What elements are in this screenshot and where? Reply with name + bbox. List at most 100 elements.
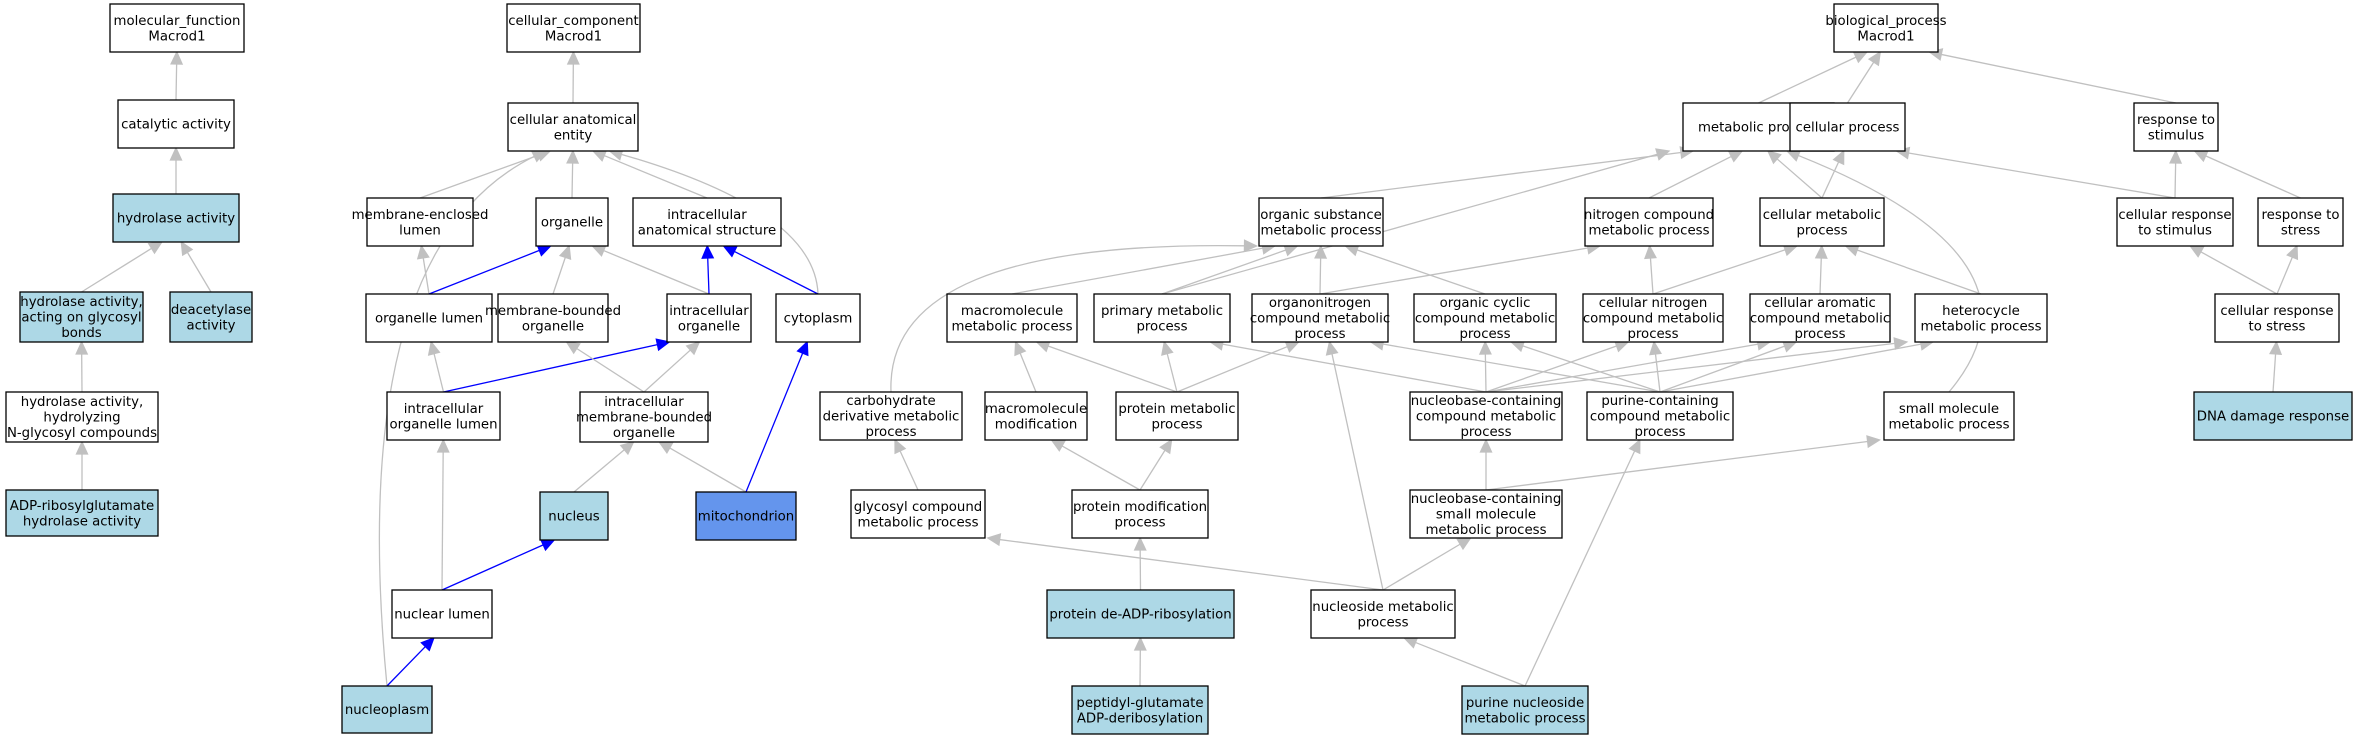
- go-term-node[interactable]: cytoplasm: [775, 293, 861, 343]
- go-term-label: process: [1460, 425, 1511, 440]
- go-term-node[interactable]: DNA damage response: [2193, 391, 2353, 441]
- edge-arrowhead: [1727, 150, 1744, 163]
- go-term-node[interactable]: nucleoplasm: [341, 685, 433, 734]
- go-term-label: response to: [2262, 208, 2340, 223]
- go-term-node[interactable]: organelle: [535, 197, 609, 247]
- go-term-label: purine nucleoside: [1466, 696, 1584, 711]
- go-term-box: [579, 391, 709, 443]
- go-term-box: [506, 3, 641, 53]
- go-term-label: response to: [2137, 113, 2215, 128]
- go-term-node[interactable]: cellular process: [1789, 102, 1906, 152]
- go-term-label: protein metabolic: [1118, 402, 1235, 417]
- is-a-edge: [416, 244, 430, 295]
- go-term-node[interactable]: catalytic activity: [117, 99, 235, 149]
- go-term-label: organelle: [678, 319, 740, 334]
- go-term-node[interactable]: nuclear lumen: [391, 589, 493, 639]
- edge-line: [1821, 161, 1840, 199]
- go-term-box: [5, 391, 159, 443]
- go-term-label: process: [1459, 327, 1510, 342]
- go-term-label: to stimulus: [2138, 223, 2212, 238]
- edge-line: [603, 249, 710, 295]
- is-a-edge: [1844, 244, 1982, 295]
- is-a-edge: [1314, 244, 1328, 295]
- go-term-node[interactable]: hydrolase activity: [112, 193, 240, 243]
- is-a-edge: [1766, 149, 1823, 199]
- edge-line: [1484, 353, 1487, 393]
- edge-arrowhead: [558, 244, 572, 261]
- is-a-edge: [986, 533, 1384, 591]
- edge-line: [1908, 152, 2176, 199]
- go-term-node[interactable]: protein de-ADP-ribosylation: [1046, 589, 1235, 639]
- edge-arrowhead: [147, 241, 164, 255]
- edge-line: [422, 257, 430, 295]
- go-term-node[interactable]: organelle lumen: [365, 293, 493, 343]
- edge-arrowhead: [566, 149, 580, 164]
- is-a-edge: [1478, 340, 1492, 393]
- go-term-label: Macrod1: [148, 29, 205, 44]
- go-term-node[interactable]: nucleus: [539, 491, 609, 541]
- is-a-edge: [1382, 537, 1472, 591]
- go-term-label: nucleoside metabolic: [1312, 600, 1453, 615]
- edge-line: [1161, 153, 1658, 295]
- is-a-edge: [1485, 337, 1772, 393]
- go-term-box: [1046, 589, 1235, 639]
- go-term-box: [1413, 293, 1557, 343]
- go-term-box: [1258, 197, 1384, 247]
- edge-arrowhead: [796, 340, 809, 357]
- go-term-node[interactable]: mitochondrion: [695, 491, 797, 541]
- edge-arrowhead: [1133, 636, 1147, 651]
- is-a-edge: [1846, 50, 1882, 104]
- edge-arrowhead: [2269, 340, 2283, 356]
- go-term-label: acting on glycosyl: [21, 311, 141, 326]
- is-a-edge: [591, 244, 710, 295]
- edge-line: [2174, 162, 2177, 199]
- go-term-node[interactable]: hydrolase activity,acting on glycosylbon…: [19, 291, 144, 343]
- go-term-box: [2193, 391, 2353, 441]
- edge-arrowhead: [1478, 340, 1492, 355]
- edge-arrowhead: [1161, 340, 1174, 356]
- is-a-edge: [1895, 146, 2176, 199]
- go-term-label: metabolic process: [1464, 711, 1585, 726]
- go-term-label: modification: [995, 417, 1078, 432]
- go-term-label: nucleus: [548, 510, 599, 525]
- go-term-node[interactable]: hydrolase activity,hydrolyzingN-glycosyl…: [5, 391, 159, 443]
